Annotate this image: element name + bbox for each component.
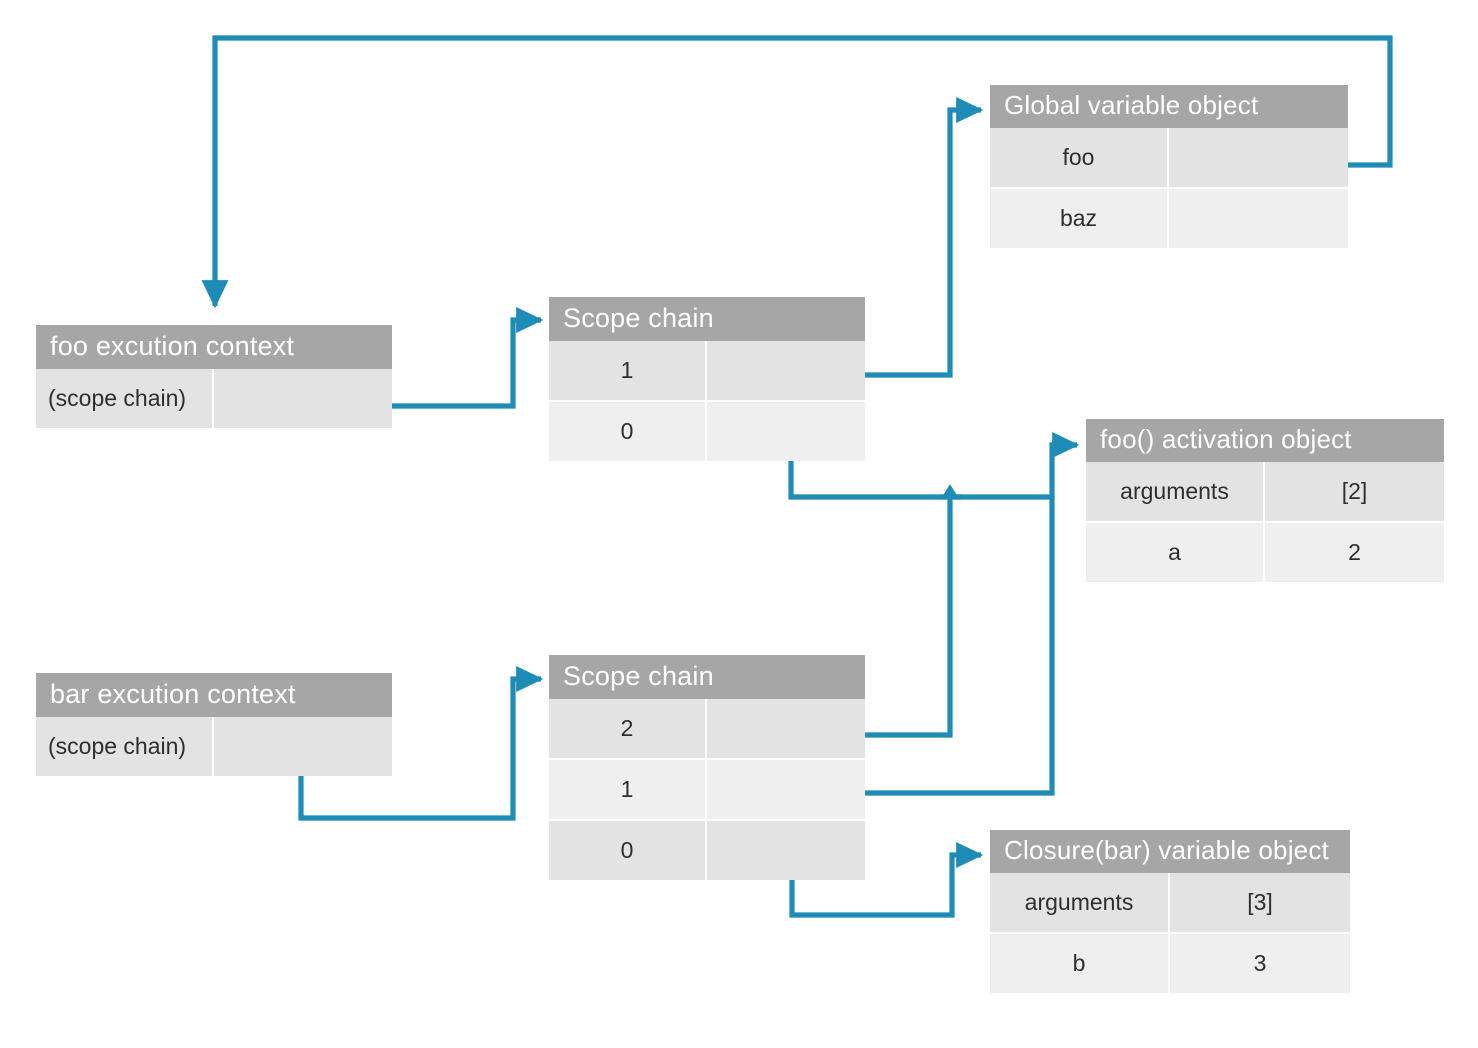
cell-key: arguments [990,873,1170,935]
cell-key: arguments [1086,462,1265,524]
cell-value [707,699,865,761]
table-foo-execution-context: (scope chain) [36,369,392,429]
cell-value [214,369,392,429]
table-row: arguments [3] [990,873,1350,935]
cell-key: foo [990,128,1169,190]
node-bar-execution-context: bar excution context (scope chain) [36,673,392,777]
cell-key: (scope chain) [36,369,214,429]
cell-value: [3] [1170,873,1350,935]
cell-value [707,341,865,403]
node-foo-activation-object: foo() activation object arguments [2] a … [1086,419,1444,583]
cell-key: 1 [549,760,707,822]
table-row: 1 [549,760,865,822]
table-foo-activation-object: arguments [2] a 2 [1086,462,1444,583]
table-row: arguments [2] [1086,462,1444,524]
cell-key: baz [990,189,1169,249]
table-global-variable-object: foo baz [990,128,1348,249]
node-header-foo-execution-context: foo excution context [36,325,392,370]
table-closure-bar-variable-object: arguments [3] b 3 [990,873,1350,994]
table-row: 0 [549,821,865,881]
cell-key: 2 [549,699,707,761]
node-scope-chain-bar: Scope chain 2 1 0 [549,655,865,881]
cell-value [707,760,865,822]
cell-key: b [990,934,1170,994]
node-header-foo-activation-object: foo() activation object [1086,419,1444,463]
table-row: (scope chain) [36,717,392,777]
cell-value: 2 [1265,523,1444,583]
node-header-bar-execution-context: bar excution context [36,673,392,718]
node-scope-chain-foo: Scope chain 1 0 [549,297,865,462]
table-row: a 2 [1086,523,1444,583]
node-header-scope-chain-foo: Scope chain [549,297,865,342]
cell-value [1169,128,1348,190]
cell-key: 0 [549,821,707,881]
node-foo-execution-context: foo excution context (scope chain) [36,325,392,429]
table-row: b 3 [990,934,1350,994]
table-scope-chain-bar: 2 1 0 [549,699,865,881]
node-header-global-variable-object: Global variable object [990,85,1348,129]
cell-value: [2] [1265,462,1444,524]
node-header-closure-bar-variable-object: Closure(bar) variable object [990,830,1350,874]
cell-key: 0 [549,402,707,462]
table-row: 0 [549,402,865,462]
node-global-variable-object: Global variable object foo baz [990,85,1348,249]
cell-key: a [1086,523,1265,583]
cell-value [707,402,865,462]
table-row: (scope chain) [36,369,392,429]
table-row: 2 [549,699,865,761]
node-header-scope-chain-bar: Scope chain [549,655,865,700]
cell-key: (scope chain) [36,717,214,777]
cell-value [214,717,392,777]
table-bar-execution-context: (scope chain) [36,717,392,777]
wire-crossing-hop [938,484,962,500]
cell-key: 1 [549,341,707,403]
node-closure-bar-variable-object: Closure(bar) variable object arguments [… [990,830,1350,994]
cell-value [707,821,865,881]
table-row: foo [990,128,1348,190]
cell-value [1169,189,1348,249]
cell-value: 3 [1170,934,1350,994]
table-scope-chain-foo: 1 0 [549,341,865,462]
table-row: baz [990,189,1348,249]
table-row: 1 [549,341,865,403]
